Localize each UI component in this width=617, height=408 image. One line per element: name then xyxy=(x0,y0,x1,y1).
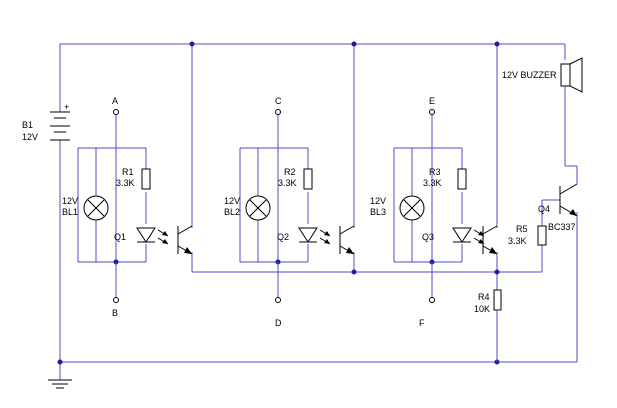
buzzer-label: 12V BUZZER xyxy=(502,70,557,80)
battery-voltage-label: 12V xyxy=(22,132,38,142)
lamp-voltage: 12V xyxy=(224,196,240,206)
battery-b1: + B1 12V xyxy=(22,102,70,142)
lamp-cross xyxy=(403,199,421,217)
node-label-bottom: D xyxy=(275,318,282,328)
arrow-head xyxy=(162,239,168,244)
resistor-name: R2 xyxy=(284,167,296,177)
stage-1-components xyxy=(83,148,193,262)
resistor-icon xyxy=(141,168,151,190)
resistor-value: 3.3K xyxy=(278,178,297,188)
resistor-value: 3.3K xyxy=(116,178,135,188)
node-label-top: C xyxy=(275,96,282,106)
r4-name: R4 xyxy=(478,292,490,302)
lamp-voltage: 12V xyxy=(370,196,386,206)
stage-3-labels: E F R3 3.3K 12V BL3 Q3 xyxy=(370,96,442,328)
resistor-r4: R4 10K xyxy=(474,289,502,362)
transistor-q4: Q4 BC337 xyxy=(538,92,578,232)
r5-value: 3.3K xyxy=(508,236,527,246)
led-icon xyxy=(298,227,318,243)
battery-name-label: B1 xyxy=(22,120,33,130)
stage-2-components xyxy=(245,148,355,262)
stage-3-components xyxy=(399,148,498,262)
node-label-top: E xyxy=(429,96,435,106)
node-label-bottom: F xyxy=(419,318,425,328)
lamp-voltage: 12V xyxy=(62,196,78,206)
ground-symbol xyxy=(48,362,72,389)
arrow-head xyxy=(162,231,168,236)
node-label-top: A xyxy=(112,96,118,106)
emitter-arrow xyxy=(489,247,497,254)
junction-dot xyxy=(57,359,63,365)
phototransistor-collector xyxy=(482,225,498,235)
junction-dot xyxy=(494,269,500,275)
opto-name: Q3 xyxy=(422,232,434,242)
r5-name: R5 xyxy=(516,224,528,234)
battery-plus-label: + xyxy=(64,102,69,112)
node-label-bottom: B xyxy=(112,308,118,318)
arrow-head xyxy=(324,231,330,236)
q4-part: BC337 xyxy=(548,222,576,232)
phototransistor-collector xyxy=(177,225,193,235)
phototransistor-collector xyxy=(339,225,355,235)
arrow-head xyxy=(324,239,330,244)
led-icon xyxy=(136,227,156,243)
resistor-name: R1 xyxy=(122,167,134,177)
lamp-cross xyxy=(87,199,105,217)
resistor-icon xyxy=(457,168,467,190)
stage-1-labels: A B R1 3.3K 12V BL1 Q1 xyxy=(62,96,135,318)
junction-dot xyxy=(494,41,500,47)
stage-2-labels: C D R2 3.3K 12V BL2 Q2 xyxy=(224,96,297,328)
lamp-name: BL3 xyxy=(370,207,386,217)
resistor-r5: R5 3.3K xyxy=(508,199,560,272)
lamp-name: BL1 xyxy=(62,207,78,217)
emitter-arrow xyxy=(346,247,354,254)
resistor-icon xyxy=(303,168,313,190)
junction-dot xyxy=(189,41,195,47)
opto-name: Q1 xyxy=(114,232,126,242)
q4-name: Q4 xyxy=(538,204,550,214)
emitter-arrow xyxy=(184,247,192,254)
resistor-value: 3.3K xyxy=(423,178,442,188)
r4-value: 10K xyxy=(474,304,490,314)
led-icon xyxy=(452,227,472,243)
junction-dot xyxy=(351,269,357,275)
junction-dot xyxy=(351,41,357,47)
lamp-name: BL2 xyxy=(224,207,240,217)
lamp-cross xyxy=(249,199,267,217)
buzzer-symbol: 12V BUZZER xyxy=(502,57,583,93)
resistor-name: R3 xyxy=(429,167,441,177)
opto-name: Q2 xyxy=(277,232,289,242)
